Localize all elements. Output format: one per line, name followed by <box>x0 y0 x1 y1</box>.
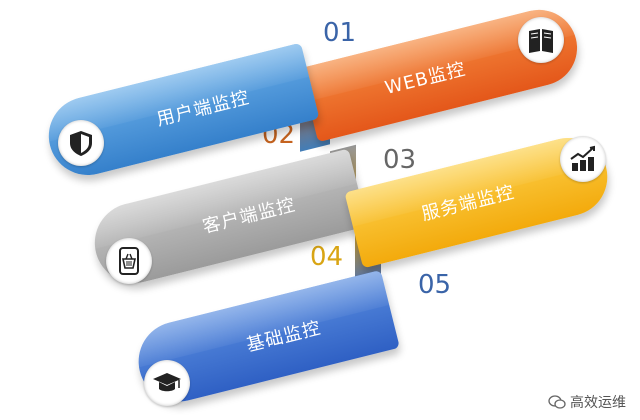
step-number-05: 05 <box>418 270 452 300</box>
step-number-04: 04 <box>310 242 344 272</box>
step-number-01: 01 <box>323 18 357 48</box>
book-icon <box>518 17 564 63</box>
watermark: 高效运维 <box>548 392 626 412</box>
shield-icon <box>58 120 104 166</box>
graduation-cap-icon <box>144 360 190 406</box>
step-number-03: 03 <box>383 145 417 175</box>
basket-icon <box>106 238 152 284</box>
coins-chart-icon <box>560 136 606 182</box>
watermark-text: 高效运维 <box>570 395 626 411</box>
wechat-icon <box>548 395 566 409</box>
